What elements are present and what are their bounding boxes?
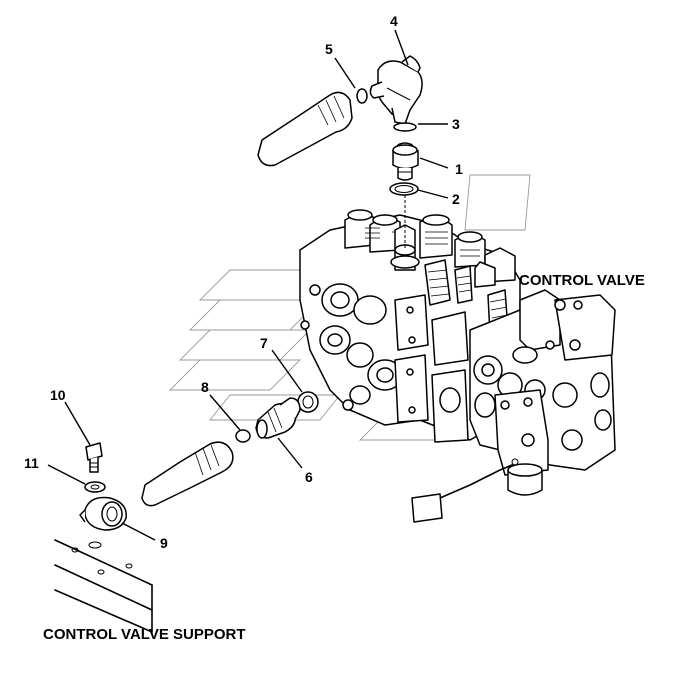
o-ring-part-3 bbox=[393, 122, 417, 132]
control-valve-support bbox=[54, 539, 153, 633]
control-valve-label: CONTROL VALVE bbox=[519, 272, 645, 289]
callout-4: 4 bbox=[390, 13, 398, 29]
upper-hose bbox=[257, 91, 353, 167]
bolt-part-10 bbox=[85, 442, 103, 473]
adapter-part-1 bbox=[392, 142, 419, 181]
leader-lines bbox=[47, 29, 449, 541]
callout-3: 3 bbox=[452, 116, 460, 132]
o-ring-part-8 bbox=[235, 429, 251, 443]
callout-5: 5 bbox=[325, 41, 333, 57]
control-valve-body bbox=[299, 209, 521, 443]
callout-10: 10 bbox=[50, 387, 66, 403]
o-ring-part-5 bbox=[356, 88, 368, 104]
control-valve-support-label: CONTROL VALVE SUPPORT bbox=[43, 626, 246, 643]
callout-8: 8 bbox=[201, 379, 209, 395]
o-ring-part-7 bbox=[297, 391, 319, 413]
washer-part-11 bbox=[84, 481, 106, 493]
callout-6: 6 bbox=[305, 469, 313, 485]
callout-11: 11 bbox=[24, 455, 39, 471]
elbow-fitting-part-4 bbox=[369, 55, 423, 125]
clamp-part-9 bbox=[79, 496, 127, 531]
callout-1: 1 bbox=[455, 161, 463, 177]
callout-7: 7 bbox=[260, 335, 268, 351]
lower-hose bbox=[141, 441, 234, 507]
control-valve-right-section bbox=[411, 261, 616, 523]
adapter-part-6 bbox=[255, 397, 301, 439]
callout-2: 2 bbox=[452, 191, 460, 207]
o-ring-part-2 bbox=[389, 182, 419, 196]
callout-9: 9 bbox=[160, 535, 168, 551]
